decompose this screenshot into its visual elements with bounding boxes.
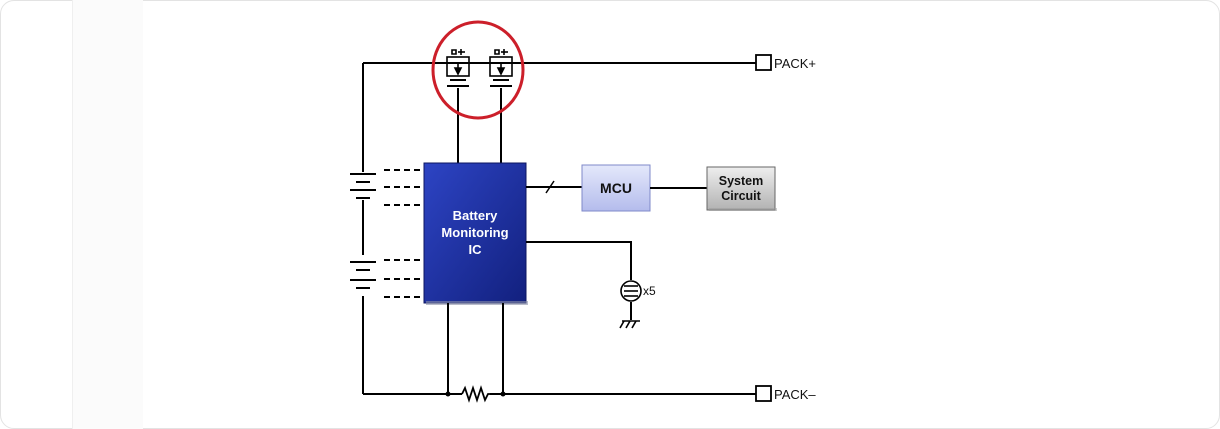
mcu-block: MCU: [581, 164, 651, 212]
ground-icon: [619, 320, 640, 329]
pack-minus-terminal: PACK–: [755, 385, 816, 402]
bmic-label-line3: IC: [469, 242, 483, 257]
mosfet-gate-wires: [447, 85, 512, 163]
thermistor-count-label: x5: [643, 284, 656, 298]
battery-cell-lower: [350, 261, 376, 289]
system-label-line1: System: [719, 174, 763, 188]
bmic-mcu-bus-wire: [526, 180, 582, 194]
system-circuit-block: System Circuit: [706, 166, 777, 211]
mosfet-highlight-circle: [431, 20, 525, 120]
charge-mosfet-icon: [489, 49, 513, 81]
cell-sense-lines: [384, 169, 424, 298]
battery-cell-upper: [350, 173, 376, 199]
discharge-mosfet-icon: [446, 49, 470, 81]
thermistor-icon: [620, 280, 642, 302]
bmic-label-line1: Battery: [453, 208, 499, 223]
battery-monitoring-ic-block: Battery Monitoring IC: [423, 162, 528, 305]
current-sense-wires: [447, 303, 504, 394]
system-label-line2: Circuit: [721, 189, 761, 203]
pack-plus-terminal: PACK+: [755, 54, 816, 71]
sense-resistor-icon: [461, 385, 490, 403]
mcu-label: MCU: [600, 180, 632, 196]
thermistor-wire: [526, 241, 632, 320]
pack-minus-label: PACK–: [774, 387, 816, 402]
bmic-label-line2: Monitoring: [441, 225, 508, 240]
left-margin-panel: [72, 0, 143, 429]
junction-dots: [445, 391, 506, 397]
pack-plus-label: PACK+: [774, 56, 816, 71]
